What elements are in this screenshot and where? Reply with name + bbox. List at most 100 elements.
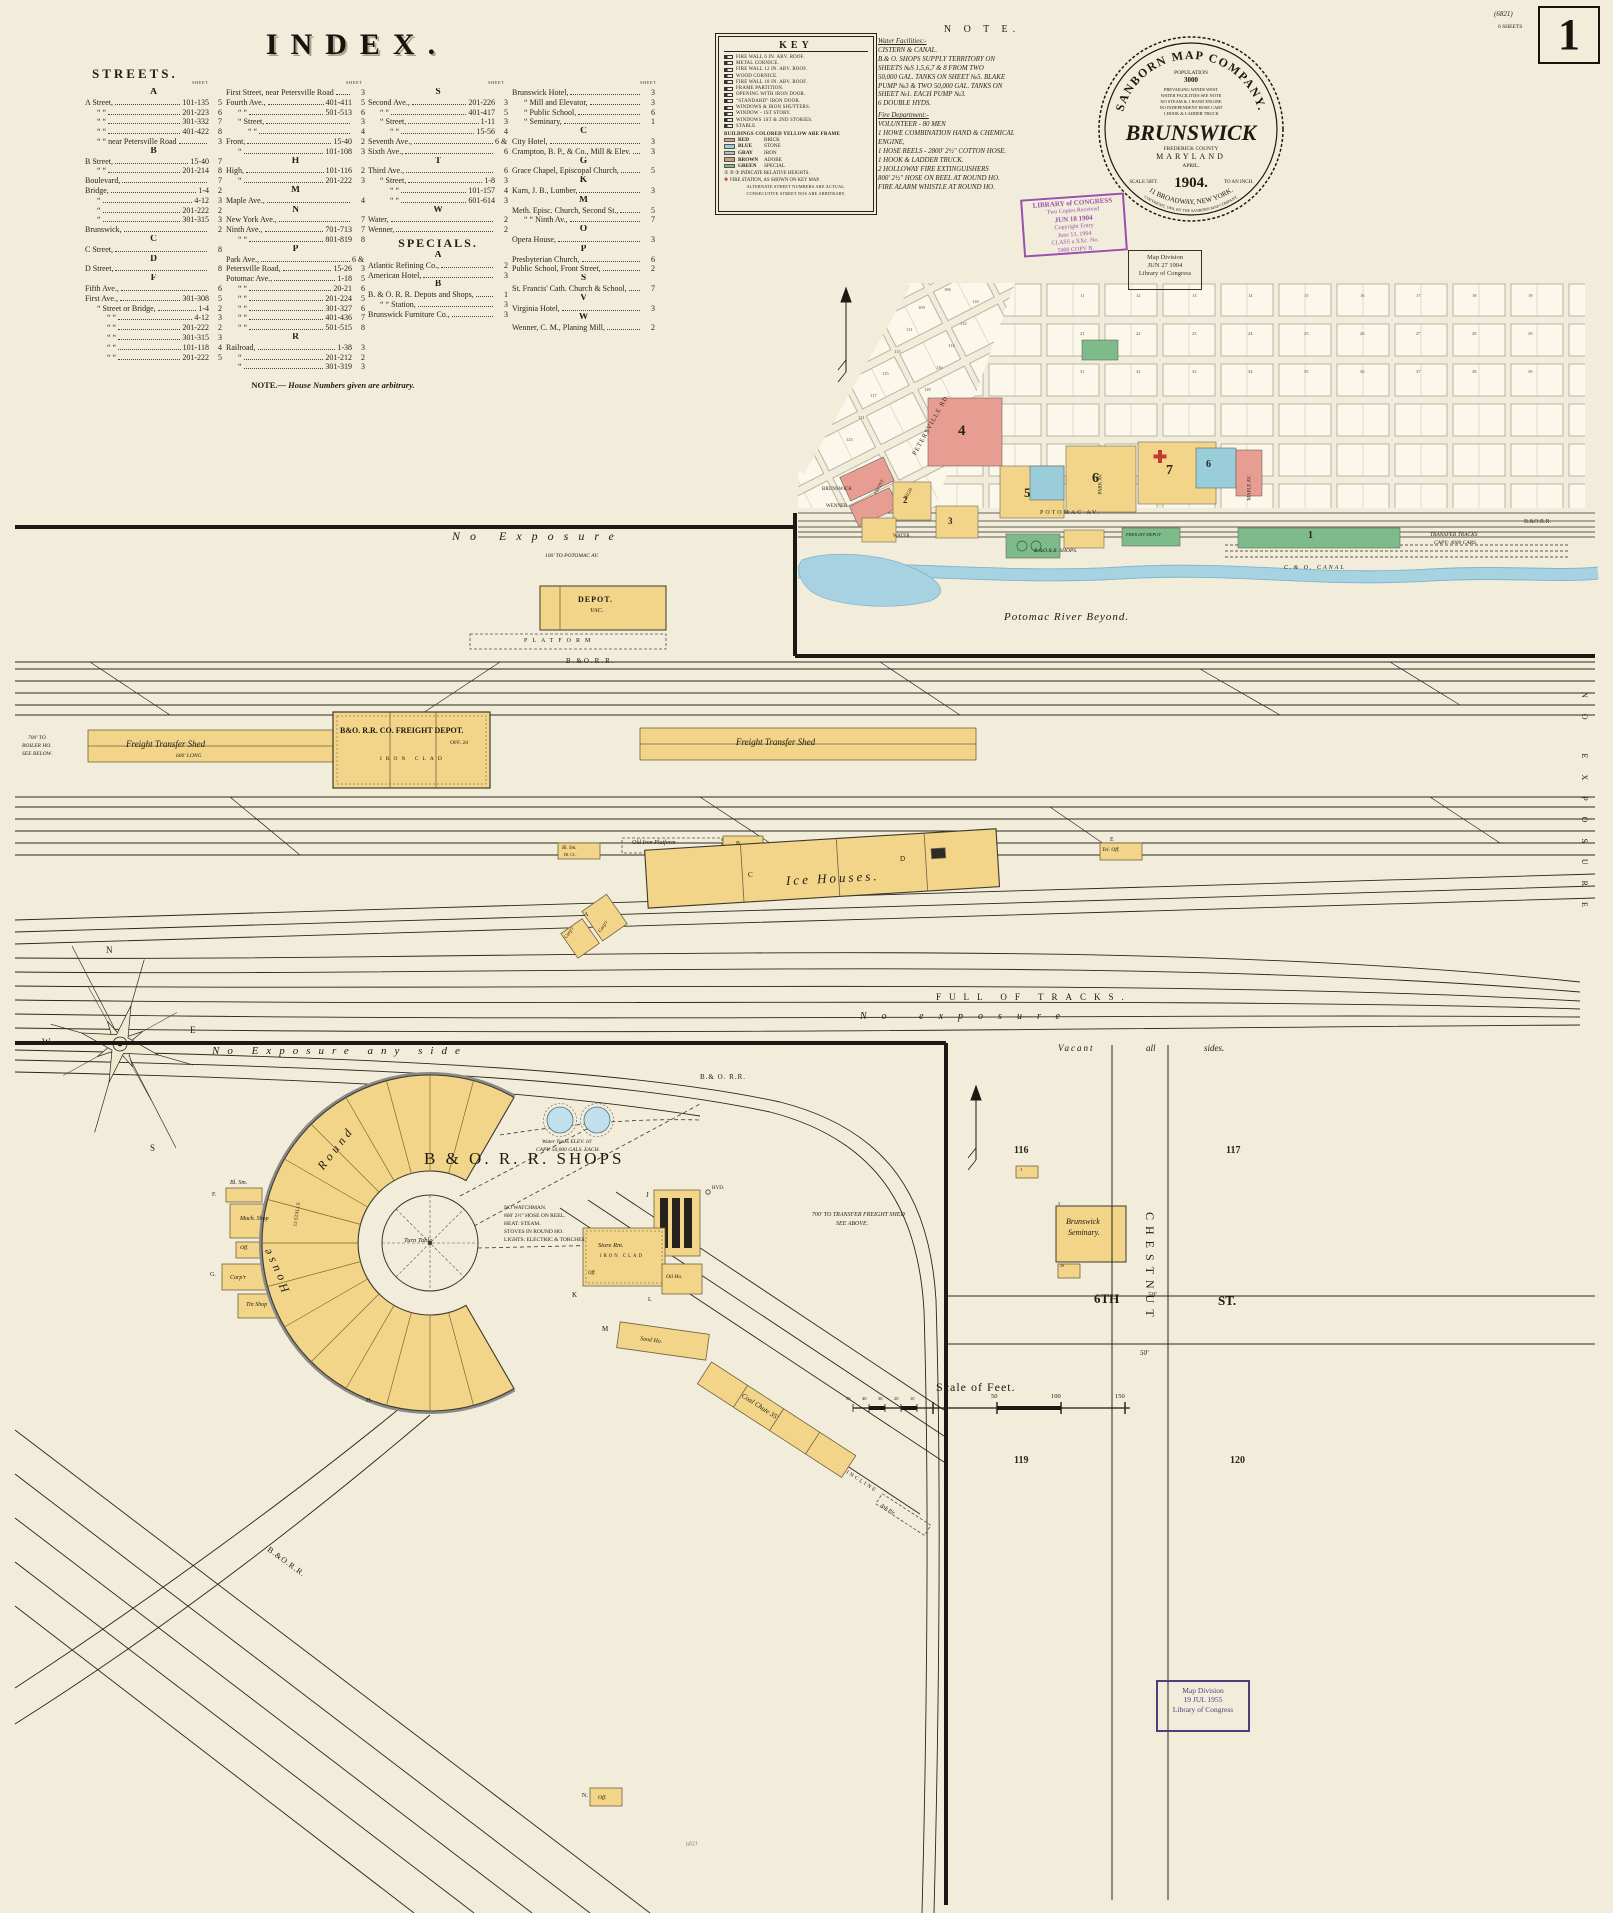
oil-house <box>661 1263 703 1295</box>
index-row: “ 101-108 3 <box>238 146 365 156</box>
map-label: Bl. Sm. <box>230 1180 248 1186</box>
ice-houses-building <box>644 828 1001 909</box>
index-row: First Ave., 301-308 5 <box>85 293 222 303</box>
index-row: “ “ 101-118 4 <box>107 342 222 352</box>
railroad-label: B.&O.R.R. <box>265 1544 308 1579</box>
index-row: T <box>434 156 442 166</box>
index-row: Potomac Ave., 1-18 5 <box>226 274 365 284</box>
map-label: HEAT: STEAM. <box>504 1221 541 1227</box>
map-label: 110 <box>972 299 979 304</box>
key-colors: RED BRICK BLUE STONE GRAY IRON B <box>724 137 868 170</box>
key-item: “STANDARD” IRON DOOR. <box>724 98 868 104</box>
map-label: BOILER HO. <box>22 743 52 749</box>
map-label: G. <box>210 1272 216 1278</box>
map-label: 50 <box>846 1396 851 1401</box>
map-label: 112 <box>960 321 967 326</box>
logo-state: MARYLAND <box>1156 152 1226 161</box>
index-row: S <box>435 88 441 97</box>
map-label: 12 <box>1136 293 1141 298</box>
map-label: FULL OF TRACKS. <box>936 992 1132 1002</box>
index-row: “ 301-319 3 <box>238 362 365 372</box>
key-symbol-icon <box>724 80 733 85</box>
index-row: “ 4-12 3 <box>97 195 222 205</box>
index-column: First Street, near Petersville Road 3 Fo… <box>226 88 365 372</box>
key-symbol-icon <box>724 105 733 110</box>
map-label: C <box>748 871 753 879</box>
blacksmith-shop <box>225 1187 263 1203</box>
street-label-water: WATER <box>893 534 910 539</box>
index-row: R <box>292 332 299 342</box>
map-label: 40 <box>862 1396 867 1401</box>
frame-borders <box>15 513 1595 1905</box>
map-label: M <box>602 1325 609 1333</box>
index-row: P <box>580 244 587 254</box>
index-row: B Street, 15-40 7 <box>85 156 222 166</box>
key-item: WINDOWS 1ST & 2ND STORIES. <box>724 117 868 123</box>
street-grid <box>946 1045 1595 1900</box>
sheet-number: 1 <box>1538 6 1600 64</box>
key-footer: CONSECUTIVE STREET NOS ARE ARBITRARY. <box>746 190 846 196</box>
index-row: M <box>291 185 300 195</box>
map-label: 115 <box>882 371 889 376</box>
depot-building <box>539 585 667 631</box>
color-chip-icon <box>724 163 735 169</box>
street-label-6th: 6TH <box>1094 1291 1120 1306</box>
index-row: G <box>579 156 588 166</box>
map-label: 13 STALLS <box>293 1202 302 1227</box>
index-row: “ “ 101-157 4 <box>390 185 508 195</box>
index-row: Wenner, C. M., Planing Mill, 2 <box>512 323 655 333</box>
index-row: C <box>580 127 587 137</box>
frame-block-2 <box>892 481 932 521</box>
index-row: A <box>434 250 442 260</box>
logo-note: PREVAILING WINDS WEST <box>1164 87 1218 92</box>
map-label: 21 <box>1080 331 1085 336</box>
key-symbol-icon <box>724 111 733 116</box>
map-label: 31 <box>1080 369 1085 374</box>
index-column: Brunswick Hotel, 3 “ Mill and Elevator, … <box>512 88 655 333</box>
map-label: VAC. <box>590 607 604 614</box>
index-row: “ Public School, 6 <box>524 107 655 117</box>
map-label: SEE ABOVE. <box>836 1221 869 1227</box>
map-label: STOVES IN ROUND HO. <box>504 1229 564 1235</box>
note-line: Fire Department:- <box>878 112 929 120</box>
map-label: Bl. Sm. <box>562 846 577 851</box>
logo-note: 1 HOOK & LADDER TRUCK <box>1163 111 1219 116</box>
index-row: Crampton, B. P., & Co., Mill & Elev. 3 <box>512 146 655 156</box>
index-row: Presbyterian Church, 6 <box>512 254 655 264</box>
map-label: INCLINE <box>844 1469 879 1495</box>
index-row: Brunswick, 2 <box>85 225 222 235</box>
index-row: Third Ave., 6 <box>368 166 508 176</box>
map-label: 38 <box>1472 369 1477 374</box>
river-label: Potomac River Beyond. <box>1004 611 1130 623</box>
key-symbol-icon <box>724 86 733 91</box>
index-row: “ Street, 1-11 3 <box>380 117 508 127</box>
map-label: TRANSFER TRACKS <box>1430 532 1478 538</box>
map-label: 118 <box>924 387 931 392</box>
map-label: 114 <box>948 343 955 348</box>
map-label: IRON CLAD <box>380 756 446 762</box>
index-row: “ 301-315 3 <box>97 215 222 225</box>
sheet-col-label: SHEET <box>192 80 209 85</box>
index-row: “ “ 4 <box>248 127 365 137</box>
key-symbol-icon <box>724 55 733 60</box>
index-row: Virginia Hotel, 3 <box>512 303 655 313</box>
key-color-row: GRAY IRON <box>724 150 868 157</box>
map-label: HYD. <box>712 1186 725 1191</box>
map-label: Off. <box>240 1245 249 1251</box>
map-label: Off. <box>588 1271 596 1276</box>
map-label: N. <box>582 1793 588 1799</box>
map-label: F. <box>212 1192 217 1198</box>
map-label: 25 <box>1304 331 1309 336</box>
note-line: CISTERN & CANAL. <box>878 46 938 54</box>
index-row: B <box>434 280 442 290</box>
map-label: 109 <box>918 305 925 310</box>
index-row: Railroad, 1-38 3 <box>226 342 365 352</box>
map-label: 16 <box>1360 293 1365 298</box>
town-blocks <box>839 339 1401 559</box>
special-block <box>1081 339 1119 361</box>
brick-block <box>1235 449 1263 497</box>
index-row: “ “ 201-223 6 <box>97 107 222 117</box>
streets-heading: STREETS. <box>92 66 178 81</box>
index-row: Water, 2 <box>368 215 508 225</box>
no-exposure-label: No Exposure <box>452 529 624 543</box>
